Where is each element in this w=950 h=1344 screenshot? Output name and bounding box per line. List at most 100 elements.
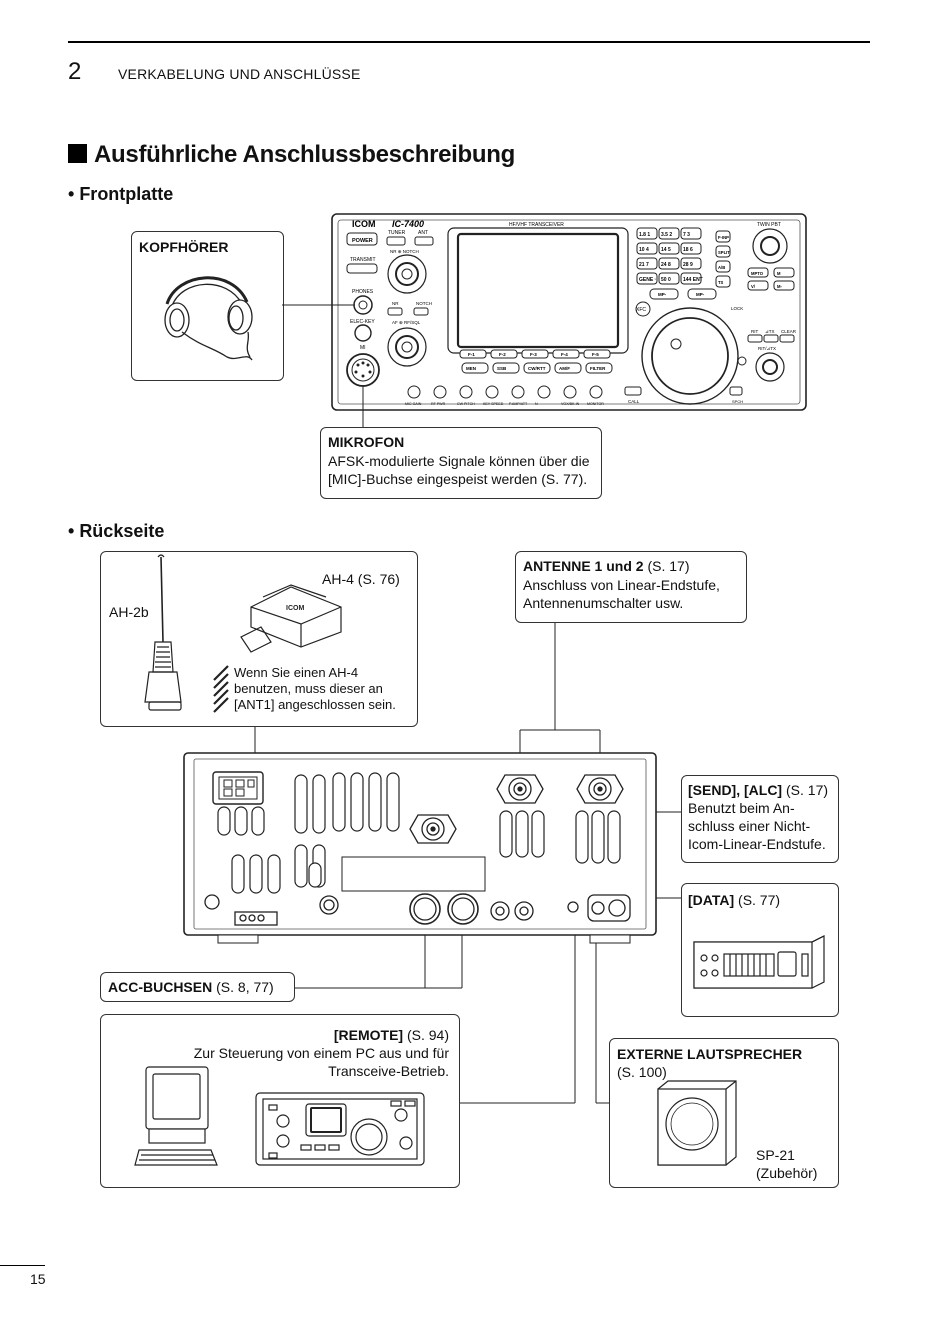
radio-clear: CLEAR [781, 329, 797, 334]
svg-text:50 0: 50 0 [661, 277, 671, 283]
svg-text:MEN: MEN [466, 366, 476, 371]
keypad-key: 3.5 2 [658, 227, 680, 240]
mode-key: MEN [461, 362, 489, 374]
antenna-ports-line3: Antennenumschalter usw. [523, 595, 684, 611]
radio-knob-row: MIC GAIN RF PWR CW PITCH KEY SPEED P.AMP/ATT… [405, 385, 604, 406]
svg-text:F-1: F-1 [468, 352, 475, 357]
bottom-knob: MIC GAIN [405, 385, 422, 406]
keypad-key: 50 0 [658, 272, 680, 285]
bottom-knob: CW PITCH [457, 385, 475, 406]
vent-slot [294, 774, 308, 834]
ah4-note-line1: Wenn Sie einen AH-4 [234, 665, 359, 680]
send-alc-line3: schluss einer Nicht- [688, 818, 811, 834]
ah2b-label: AH-2b [109, 604, 149, 620]
keypad-key: 7 3 [680, 227, 702, 240]
radio-call: CALL [628, 399, 640, 404]
f-key: F-4 [552, 349, 580, 359]
svg-text:AM/F: AM/F [559, 366, 570, 371]
svg-text:F-5: F-5 [592, 352, 599, 357]
square-bullet-icon [68, 144, 87, 163]
svg-text:MP-: MP- [658, 292, 667, 297]
speaker-ref: (S. 100) [617, 1064, 667, 1080]
vent-slot [531, 810, 545, 858]
svg-text:24 8: 24 8 [661, 262, 671, 268]
acc-title: ACC-BUCHSEN [108, 979, 213, 995]
svg-text:M: M [777, 271, 781, 276]
mode-key: CW/RTT [523, 362, 551, 374]
radio-brand: ICOM [352, 219, 376, 229]
bottom-knob: P.AMP/ATT [509, 385, 528, 406]
microphone-text-line2: [MIC]-Buchse eingespeist werden (S. 77). [328, 471, 588, 487]
chapter-title: VERKABELUNG UND ANSCHLÜSSE [118, 66, 361, 82]
vent-slot [386, 772, 400, 832]
page-rule [0, 1265, 45, 1266]
right-key: TS [715, 275, 731, 288]
radio-power: POWER [352, 238, 373, 244]
mp-key: MP- [649, 288, 679, 300]
radio-rit: RIT [751, 329, 759, 334]
send-alc-box: [SEND], [ALC] (S. 17) Benutzt beim An- s… [681, 775, 839, 863]
side-key: M [773, 267, 795, 278]
keypad-key: 24 8 [658, 257, 680, 270]
svg-text:144 ENT: 144 ENT [683, 277, 703, 283]
vent-slot [575, 810, 589, 864]
remote-line2: Zur Steuerung von einem PC aus und für [193, 1045, 449, 1061]
radio-mic: MI [360, 345, 366, 351]
front-panel-radio: ICOM IC-7400 HF/VHF TRANSCEIVER POWER TR… [331, 213, 807, 411]
radio-elec-key: ELEC-KEY [350, 319, 375, 325]
bottom-knob: KEY SPEED [483, 385, 504, 406]
microphone-title: MIKROFON [328, 434, 405, 450]
headphones-box: KOPFHÖRER [131, 231, 284, 381]
keypad-key: 144 ENT [680, 272, 703, 285]
remote-line3: Transceive-Betrieb. [328, 1063, 449, 1079]
radio-rit-dtx: RIT/⊿TX [758, 346, 776, 351]
remote-title: [REMOTE] [333, 1027, 404, 1043]
svg-text:28 9: 28 9 [683, 262, 693, 268]
svg-text:M-: M- [777, 284, 782, 289]
svg-text:KEY SPEED: KEY SPEED [483, 402, 504, 406]
data-box: [DATA] (S. 77) [681, 883, 839, 1017]
side-key: V/ [747, 280, 769, 291]
svg-text:3.5 2: 3.5 2 [661, 232, 672, 238]
f-key: F-1 [459, 349, 487, 359]
svg-text:21 7: 21 7 [639, 262, 649, 268]
bottom-knob: RF PWR [431, 385, 447, 406]
send-alc-line4: Icom-Linear-Endstufe. [688, 836, 826, 852]
data-title: [DATA] [688, 892, 735, 908]
svg-text:A/B: A/B [718, 265, 725, 270]
svg-text:F-3: F-3 [530, 352, 537, 357]
data-title-line: [DATA] (S. 77) [688, 891, 780, 910]
f-key: F-3 [521, 349, 549, 359]
antenna-illustrations: ICOM [144, 554, 342, 713]
vent-slot [234, 806, 248, 836]
radio-speech: SPCH [732, 399, 743, 404]
ah4-note-line3: [ANT1] angeschlossen sein. [234, 697, 396, 712]
radio-nr-notch: NR ⊕ NOTCH [390, 249, 419, 254]
remote-box: [REMOTE] (S. 94) Zur Steuerung von einem… [100, 1014, 460, 1188]
vent-slot [515, 810, 529, 858]
svg-text:MIC GAIN: MIC GAIN [405, 402, 422, 406]
rear-heading-text: Rückseite [79, 521, 165, 541]
svg-text:MPTO: MPTO [751, 271, 764, 276]
pc-and-radio-illustration [134, 1066, 425, 1166]
svg-text:N: N [535, 402, 538, 406]
right-key: A/B [715, 260, 731, 273]
svg-text:MP-: MP- [696, 292, 705, 297]
antenna-ports-ref: (S. 17) [643, 558, 690, 574]
rear-vents [217, 772, 621, 894]
antenna-ports-title-line: ANTENNE 1 und 2 (S. 17) [523, 557, 689, 576]
vent-slot [267, 854, 281, 894]
keypad-key: 18 6 [680, 242, 702, 255]
radio-af-rf: AF ⊕ RF/SQL [392, 320, 421, 325]
right-key: F-INP [715, 230, 731, 243]
radio-lock: LOCK [731, 306, 743, 311]
vent-slot [231, 854, 245, 894]
keypad-key: 1.8 1 [636, 227, 658, 240]
headphones-title: KOPFHÖRER [139, 239, 229, 255]
vent-slot [350, 772, 364, 832]
svg-text:10 4: 10 4 [639, 247, 649, 253]
svg-text:SSB: SSB [497, 366, 507, 371]
